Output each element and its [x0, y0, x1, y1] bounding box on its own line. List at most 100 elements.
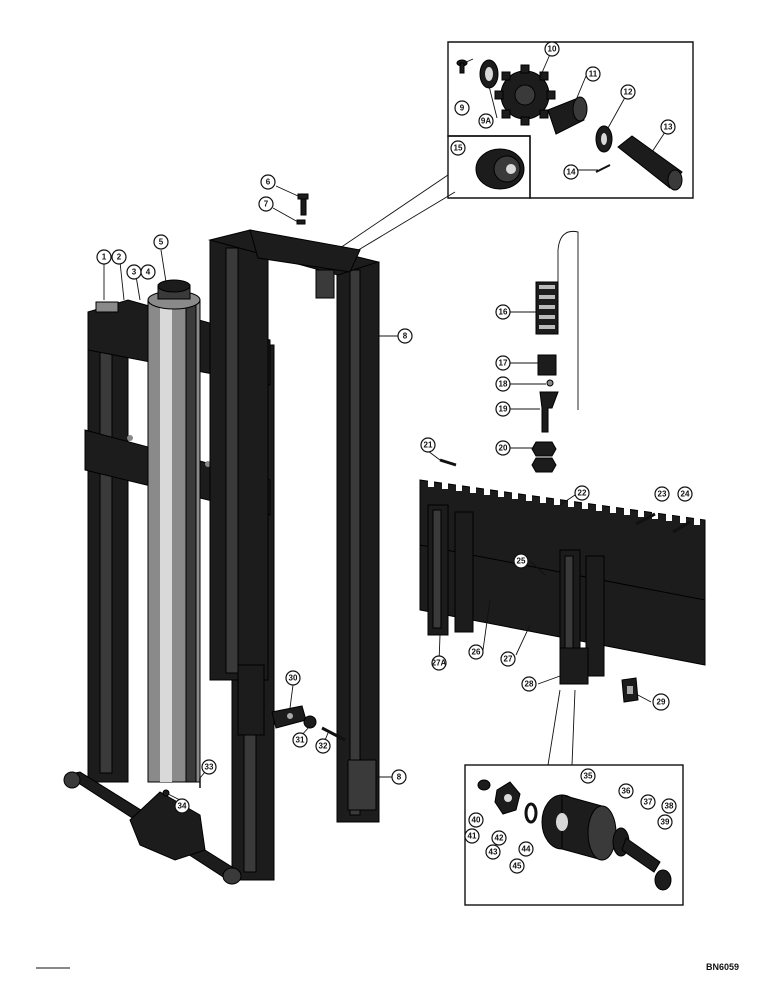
svg-text:4: 4 [146, 268, 151, 277]
svg-text:16: 16 [499, 308, 508, 317]
svg-text:15: 15 [454, 144, 463, 153]
callout-42: 38 [661, 798, 677, 814]
callout-33: 44 [518, 841, 534, 857]
svg-text:29: 29 [657, 698, 666, 707]
svg-text:44: 44 [522, 845, 531, 854]
callout-22: 27 [500, 651, 516, 667]
callout-5: 8 [397, 328, 413, 344]
svg-text:9: 9 [460, 104, 465, 113]
callout-45: 41 [464, 828, 480, 844]
callout-40: 20 [495, 440, 511, 456]
callout-16: 7 [258, 196, 274, 212]
svg-text:34: 34 [178, 802, 187, 811]
svg-text:1: 1 [102, 253, 107, 262]
callout-15: 6 [260, 174, 276, 190]
callout-1: 2 [111, 249, 127, 265]
svg-text:11: 11 [589, 70, 598, 79]
svg-text:28: 28 [525, 680, 534, 689]
roller-detail-box [464, 764, 684, 906]
svg-text:35: 35 [584, 772, 593, 781]
svg-text:5: 5 [159, 238, 164, 247]
svg-text:3: 3 [132, 268, 137, 277]
svg-text:12: 12 [624, 88, 633, 97]
svg-text:38: 38 [665, 802, 674, 811]
callout-44: 43 [485, 844, 501, 860]
svg-text:33: 33 [205, 763, 214, 772]
callout-13: 5 [153, 234, 169, 250]
svg-text:41: 41 [468, 832, 477, 841]
sprocket-parts [456, 59, 683, 191]
callout-10: 9 [454, 100, 470, 116]
svg-text:8: 8 [397, 773, 402, 782]
svg-text:27: 27 [504, 655, 513, 664]
svg-text:8: 8 [403, 332, 408, 341]
svg-text:17: 17 [499, 359, 508, 368]
callout-19: 32 [315, 738, 331, 754]
svg-text:32: 32 [319, 742, 328, 751]
callout-17: 33 [201, 759, 217, 775]
callout-24: 24 [677, 486, 693, 502]
callout-41: 21 [420, 437, 436, 453]
callout-18: 30 [285, 670, 301, 686]
svg-text:21: 21 [424, 441, 433, 450]
callout-12: 11 [585, 66, 601, 82]
callout-9a: 15 [450, 140, 466, 156]
svg-text:39: 39 [661, 818, 670, 827]
svg-text:7: 7 [264, 200, 269, 209]
callout-26: 28 [521, 676, 537, 692]
svg-text:45: 45 [513, 862, 522, 871]
callout-9: 10 [544, 41, 560, 57]
inner-mast [208, 229, 380, 823]
callout-30: 37 [640, 794, 656, 810]
svg-text:40: 40 [472, 816, 481, 825]
svg-text:6: 6 [266, 178, 271, 187]
sprocket-detail-box [339, 41, 694, 256]
svg-text:18: 18 [499, 380, 508, 389]
svg-text:31: 31 [296, 736, 305, 745]
callout-23: 23 [654, 486, 670, 502]
svg-text:19: 19 [499, 405, 508, 414]
bracket-part [162, 193, 346, 797]
svg-text:23: 23 [658, 490, 667, 499]
callout-32: 35 [580, 768, 596, 784]
callout-2: 3 [126, 264, 142, 280]
callout-27a: 29 [652, 693, 670, 711]
svg-text:25: 25 [517, 557, 526, 566]
callout-35: 40 [468, 812, 484, 828]
callout-7: 13 [660, 119, 676, 135]
callouts: 1 2 3 4 5 6 7 8 8 9 9A 10 11 12 13 14 15… [96, 41, 693, 874]
drawing-code: BN6059 [706, 962, 740, 972]
callout-36: 16 [495, 304, 511, 320]
lift-cylinder [147, 279, 201, 783]
callout-29: 36 [618, 783, 634, 799]
callout-43: 45 [509, 858, 525, 874]
svg-text:26: 26 [472, 648, 481, 657]
svg-text:43: 43 [489, 848, 498, 857]
svg-text:14: 14 [567, 168, 576, 177]
callout-11: 14 [563, 164, 579, 180]
callout-34: 42 [491, 830, 507, 846]
svg-text:9A: 9A [481, 117, 491, 126]
callout-14: 34 [174, 798, 190, 814]
chain-parts [439, 230, 579, 473]
svg-text:2: 2 [117, 253, 122, 262]
svg-text:13: 13 [664, 123, 673, 132]
svg-text:10: 10 [548, 45, 557, 54]
carriage [419, 477, 706, 766]
callout-3: 1 [96, 249, 112, 265]
callout-4: 4 [140, 264, 156, 280]
svg-text:22: 22 [578, 489, 587, 498]
callout-37: 17 [495, 355, 511, 371]
callout-27: 27A [431, 655, 447, 671]
svg-text:30: 30 [289, 674, 298, 683]
callout-8b: 12 [620, 84, 636, 100]
svg-text:24: 24 [681, 490, 690, 499]
callout-8a: 9A [478, 113, 494, 129]
svg-text:42: 42 [495, 834, 504, 843]
callout-20: 31 [292, 732, 308, 748]
callout-39: 18 [495, 376, 511, 392]
callout-38: 19 [495, 401, 511, 417]
svg-text:36: 36 [622, 787, 631, 796]
callout-21: 22 [574, 485, 590, 501]
